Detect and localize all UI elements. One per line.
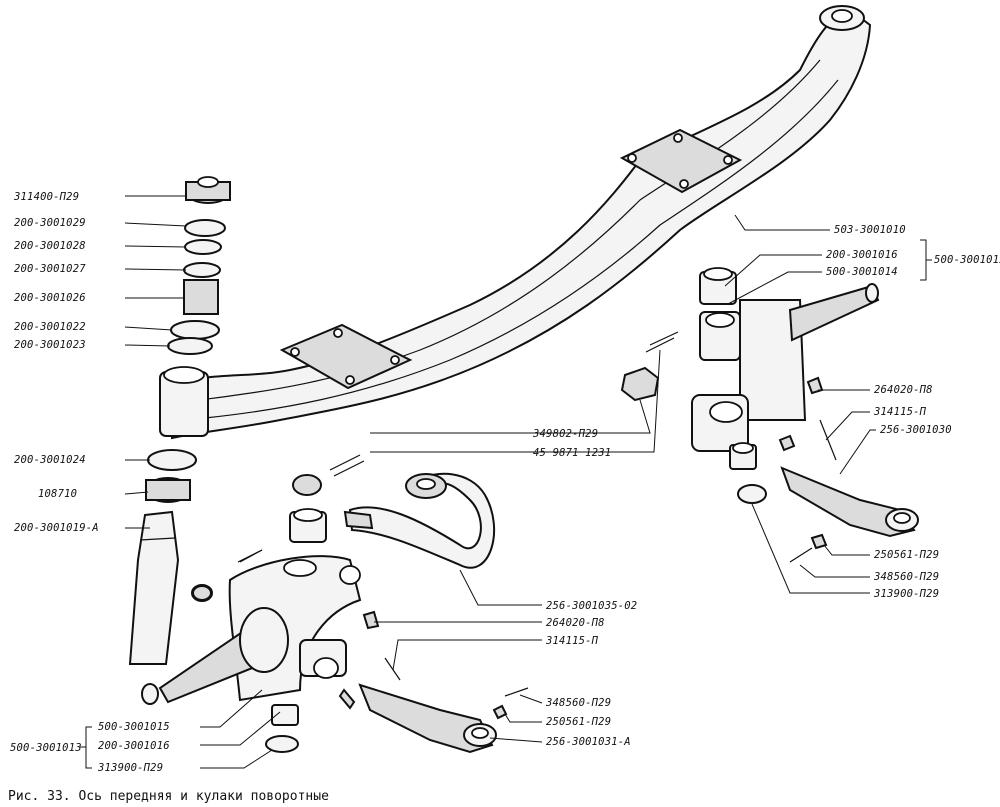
label-250561-right: 250561-П29	[874, 549, 939, 561]
label-200-3001024: 200-3001024	[14, 454, 86, 466]
label-500-3001015: 500-3001015	[98, 721, 170, 733]
center-hardware	[192, 331, 679, 754]
label-348560-right: 348560-П29	[873, 571, 939, 583]
label-264020-left: 264020-П8	[546, 617, 605, 629]
leader-lines	[80, 195, 932, 769]
label-264020-right: 264020-П8	[874, 384, 933, 396]
label-250561-left: 250561-П29	[546, 716, 611, 728]
right-steering-knuckle	[691, 267, 919, 563]
label-200-3001016-left: 200-3001016	[98, 740, 170, 752]
label-256-3001035-02: 256-3001035-02	[546, 600, 637, 612]
label-200-3001027: 200-3001027	[14, 263, 86, 275]
label-314115-right: 314115-П	[873, 406, 927, 418]
front-axle-beam	[159, 5, 872, 440]
label-108710: 108710	[38, 488, 77, 500]
label-313900-left: 313900-П29	[97, 762, 163, 774]
center-tie-rod-arm	[343, 472, 496, 569]
figure-caption: Рис. 33. Ось передняя и кулаки поворотны…	[8, 789, 329, 804]
label-200-3001026: 200-3001026	[14, 292, 86, 304]
label-503-3001010: 503-3001010	[834, 224, 906, 236]
label-348560-left: 348560-П29	[545, 697, 611, 709]
label-500-3001012: 500-3001012	[934, 254, 1000, 266]
label-200-3001023: 200-3001023	[14, 339, 86, 351]
label-200-3001028: 200-3001028	[14, 240, 86, 252]
label-256-3001030: 256-3001030	[880, 424, 952, 436]
label-311400: 311400-П29	[13, 191, 79, 203]
label-349802: 349802-П29	[532, 428, 598, 440]
label-200-3001019-a: 200-3001019-А	[14, 522, 99, 534]
label-256-3001031-a: 256-3001031-А	[546, 736, 631, 748]
label-200-3001016-right: 200-3001016	[826, 249, 898, 261]
part-labels: 311400-П29 200-3001029 200-3001028 200-3…	[10, 191, 1000, 774]
label-500-3001013: 500-3001013	[10, 742, 82, 754]
label-459871: 45 9871 1231	[533, 447, 611, 459]
label-500-3001014: 500-3001014	[826, 266, 898, 278]
label-314115-left: 314115-П	[545, 635, 599, 647]
label-313900-right: 313900-П29	[873, 588, 939, 600]
label-200-3001029: 200-3001029	[14, 217, 86, 229]
label-200-3001022: 200-3001022	[14, 321, 86, 333]
